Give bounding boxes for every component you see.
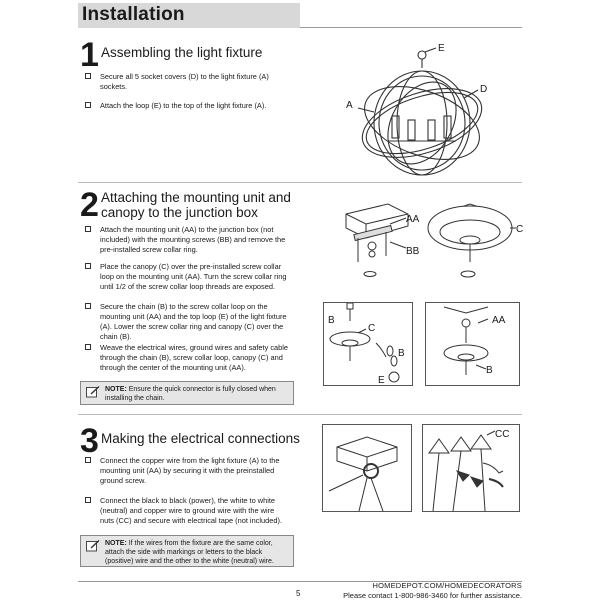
step-1-number: 1 bbox=[80, 36, 99, 74]
label-bb: BB bbox=[406, 246, 420, 257]
note-pencil-icon bbox=[86, 386, 100, 398]
checkbox-icon bbox=[85, 73, 91, 79]
step-3-bullet-2: Connect the black to black (power), the … bbox=[85, 496, 290, 526]
step-3-title: Making the electrical connections bbox=[101, 431, 300, 446]
step-3-number: 3 bbox=[80, 422, 99, 460]
checkbox-icon bbox=[85, 344, 91, 350]
step-2-bullet-2: Place the canopy (C) over the pre-instal… bbox=[85, 262, 295, 292]
note-pencil-icon bbox=[86, 540, 100, 552]
step-3-note: NOTE: If the wires from the fixture are … bbox=[80, 535, 294, 567]
loop-e bbox=[417, 50, 427, 60]
step-1-bullet-2: Attach the loop (E) to the top of the li… bbox=[85, 101, 285, 111]
label-b2-left: B bbox=[398, 348, 405, 359]
chain-illustration-left: B C B E bbox=[323, 302, 413, 386]
step-3-bullet-1: Connect the copper wire from the light f… bbox=[85, 456, 290, 486]
section-title: Installation bbox=[82, 4, 185, 25]
step-2-title-line-1: Attaching the mounting unit and bbox=[101, 190, 291, 205]
checkbox-icon bbox=[85, 303, 91, 309]
label-c: C bbox=[516, 224, 523, 235]
chain-illustration-right: AA B bbox=[425, 302, 520, 386]
light-fixture-illustration: E D A bbox=[346, 43, 487, 176]
step-1-title: Assembling the light fixture bbox=[101, 45, 263, 60]
label-e-left: E bbox=[378, 375, 385, 385]
label-c-left: C bbox=[368, 323, 375, 334]
section-header-rule bbox=[300, 3, 522, 28]
step-2-number: 2 bbox=[80, 186, 99, 224]
step-divider bbox=[78, 182, 522, 183]
step-divider bbox=[78, 414, 522, 415]
label-a: A bbox=[346, 100, 353, 111]
step-2-note: NOTE: Ensure the quick connector is full… bbox=[80, 381, 294, 405]
wire-nuts-illustration: CC bbox=[422, 424, 520, 512]
checkbox-icon bbox=[85, 226, 91, 232]
label-aa-right: AA bbox=[492, 315, 506, 326]
label-e: E bbox=[438, 43, 445, 54]
section-header-bar bbox=[78, 3, 300, 28]
label-d: D bbox=[480, 84, 487, 95]
canopy-illustration: C bbox=[427, 203, 523, 278]
checkbox-icon bbox=[85, 497, 91, 503]
step-1-bullet-1: Secure all 5 socket covers (D) to the li… bbox=[85, 72, 285, 92]
checkbox-icon bbox=[85, 102, 91, 108]
checkbox-icon bbox=[85, 457, 91, 463]
step-2-bullet-4: Weave the electrical wires, ground wires… bbox=[85, 343, 295, 373]
step-2-bullet-1: Attach the mounting unit (AA) to the jun… bbox=[85, 225, 295, 255]
step-2-title-line-2: canopy to the junction box bbox=[101, 205, 258, 220]
label-cc: CC bbox=[495, 429, 509, 440]
label-b-left: B bbox=[328, 315, 335, 326]
footer-contact: Please contact 1-800-986-3460 for furthe… bbox=[343, 591, 522, 600]
ground-wire-illustration bbox=[322, 424, 412, 512]
checkbox-icon bbox=[85, 263, 91, 269]
label-b-right: B bbox=[486, 365, 493, 376]
mounting-unit-illustration: AA BB bbox=[345, 203, 420, 277]
label-aa: AA bbox=[406, 214, 420, 225]
footer-rule bbox=[78, 581, 522, 582]
page-number: 5 bbox=[296, 589, 301, 598]
footer-url[interactable]: HOMEDEPOT.COM/HOMEDECORATORS bbox=[372, 581, 522, 590]
step-2-bullet-3: Secure the chain (B) to the screw collar… bbox=[85, 302, 295, 342]
